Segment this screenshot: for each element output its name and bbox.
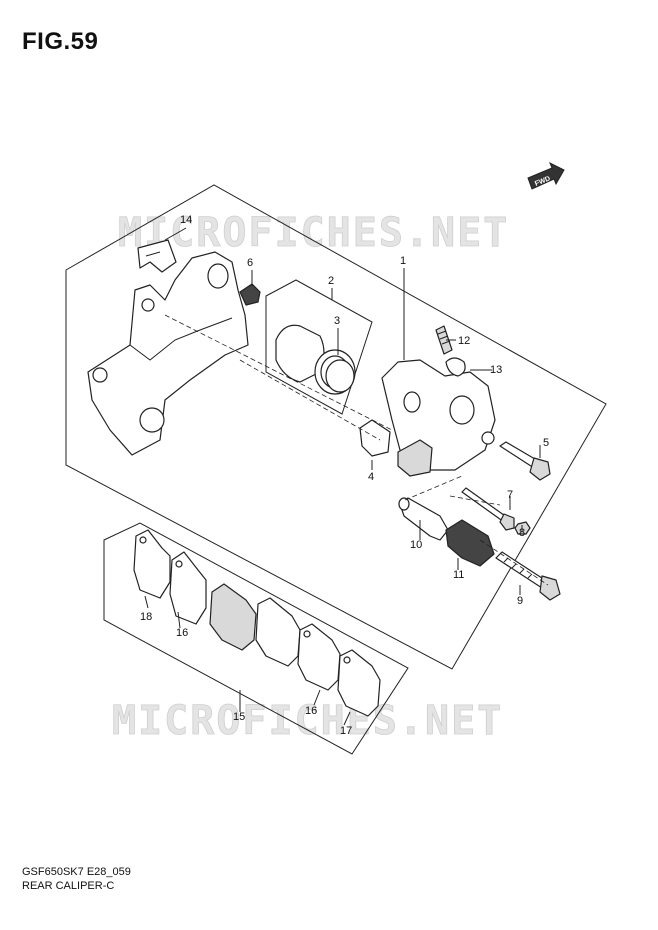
piston-and-seals: [275, 324, 356, 395]
sleeve-10: [398, 497, 449, 541]
callout-4: 4: [368, 471, 374, 483]
callout-13: 13: [490, 364, 502, 376]
pad-spring-clip: [137, 239, 177, 273]
callout-9: 9: [517, 595, 523, 607]
boot-11: [445, 519, 495, 567]
callout-3: 3: [334, 315, 340, 327]
brake-pad-shim: [209, 583, 257, 651]
callout-14: 14: [180, 214, 192, 226]
brake-pad-16a: [169, 551, 207, 625]
caliper-assembly-frame: [65, 184, 607, 670]
assembly-dashed-lines: [164, 314, 549, 586]
piston-kit-frame: [265, 279, 373, 415]
pin-bolt-5: [499, 441, 551, 481]
brake-pad-17: [337, 649, 381, 717]
boot-6: [239, 283, 261, 306]
callout-16b: 16: [305, 705, 317, 717]
pin-7: [461, 487, 515, 531]
watermark-bottom: MICROFICHES.NET: [112, 698, 503, 744]
figure-name: REAR CALIPER-C: [22, 880, 115, 892]
figure-code: GSF650SK7 E28_059: [22, 866, 131, 878]
callout-7: 7: [507, 489, 513, 501]
bleeder-cap: [445, 357, 466, 377]
callout-6: 6: [247, 257, 253, 269]
callout-8: 8: [519, 527, 525, 539]
callout-12: 12: [458, 335, 470, 347]
callout-17: 17: [340, 725, 352, 737]
callout-16a: 16: [176, 627, 188, 639]
pad-support: [359, 419, 391, 457]
callout-5: 5: [543, 437, 549, 449]
bolt-9: [495, 551, 561, 601]
callout-15: 15: [233, 711, 245, 723]
figure-title: FIG.59: [22, 28, 99, 55]
brake-pad-center: [255, 597, 301, 667]
brake-pad-18: [133, 529, 171, 599]
pad-set-frame: [103, 522, 409, 755]
callout-1: 1: [400, 255, 406, 267]
callout-10: 10: [410, 539, 422, 551]
watermark-top: MICROFICHES.NET: [118, 210, 509, 256]
leader-lines: [144, 227, 541, 726]
fwd-arrow-icon: FWD: [527, 161, 565, 190]
caliper-body: [381, 359, 496, 477]
brake-pad-16b: [297, 623, 341, 691]
callout-18: 18: [140, 611, 152, 623]
caliper-bracket: [87, 251, 249, 456]
callout-11: 11: [453, 569, 464, 581]
callout-2: 2: [328, 275, 334, 287]
bleeder-screw: [435, 325, 453, 355]
